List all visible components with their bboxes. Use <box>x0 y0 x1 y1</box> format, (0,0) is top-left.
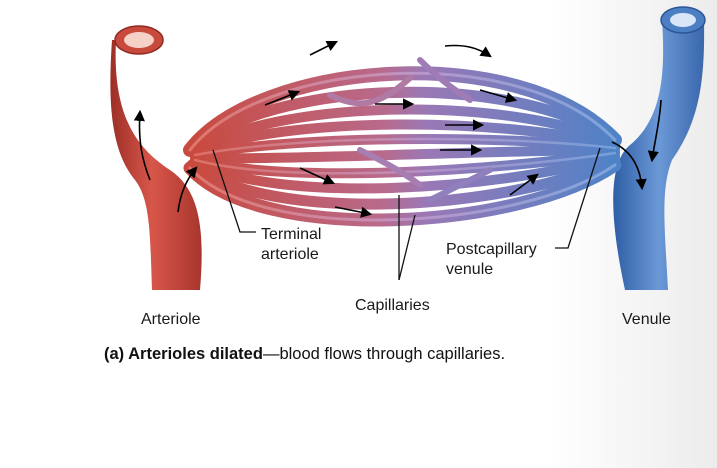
figure-caption: (a) Arterioles dilated—blood flows throu… <box>104 345 505 364</box>
label-postcapillary-venule-line2: venule <box>446 261 494 278</box>
label-terminal-arteriole-line2: arteriole <box>261 246 319 263</box>
flow-arrows <box>133 40 662 218</box>
label-arteriole: Arteriole <box>141 311 201 328</box>
label-capillaries: Capillaries <box>355 297 430 314</box>
venule-vessel <box>613 6 706 290</box>
label-postcapillary-venule-line1: Postcapillary <box>446 241 537 258</box>
arteriole-vessel <box>110 25 202 290</box>
capillary-bed <box>183 57 622 227</box>
leader-lines <box>212 147 601 281</box>
caption-rest: —blood flows through capillaries. <box>262 345 506 363</box>
label-terminal-arteriole-line1: Terminal <box>261 226 322 243</box>
label-venule: Venule <box>622 311 671 328</box>
caption-bold: (a) Arterioles dilated <box>104 345 263 363</box>
